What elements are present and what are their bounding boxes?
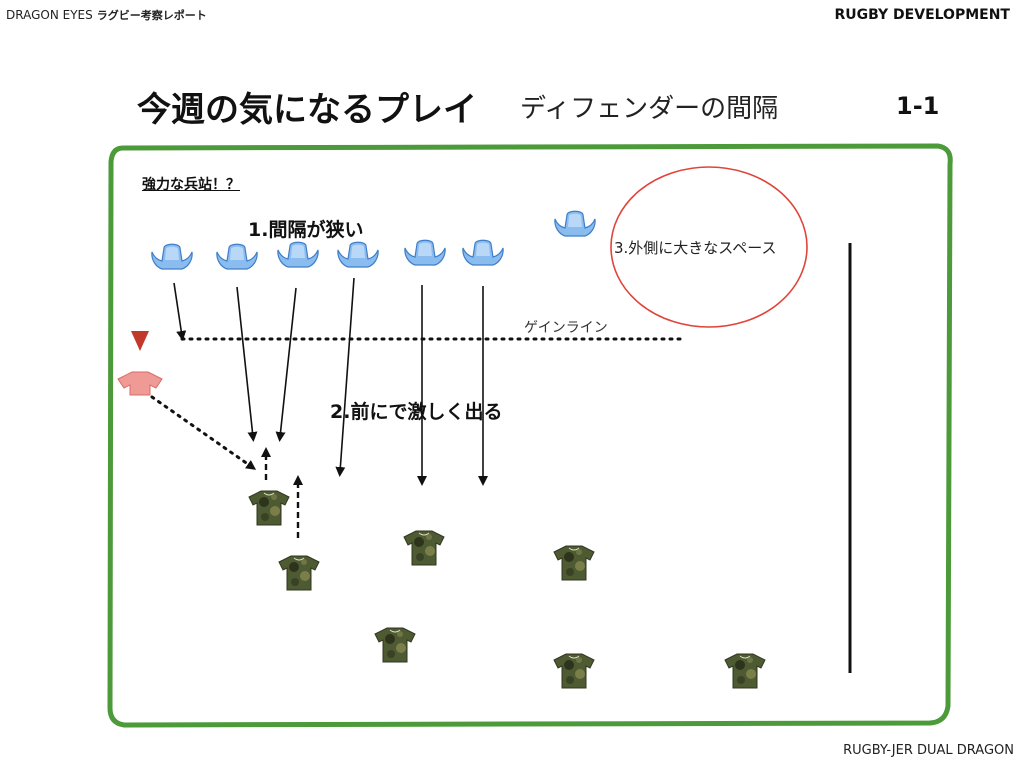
defender-helmet-icon (151, 243, 193, 270)
rush-arrow (236, 286, 258, 442)
label-rush-forward: 2.前にで激しく出る (330, 401, 503, 423)
rush-arrow (173, 282, 187, 341)
pass-arrow (150, 395, 257, 470)
defender-helmet-icon (462, 239, 504, 266)
attacker-shirt-icon (724, 653, 766, 689)
rush-arrow (335, 277, 355, 477)
ball-carrier-icon (117, 371, 163, 396)
slide-number: 1-1 (896, 92, 940, 120)
attacker-shirt-icon (403, 530, 445, 566)
field-frame (107, 143, 953, 728)
rush-arrow (275, 287, 297, 442)
red-triangle-icon (131, 331, 149, 351)
label-gain-line: ゲインライン (524, 320, 608, 336)
slide-subtitle: ディフェンダーの間隔 (520, 94, 779, 124)
space-circle (610, 166, 808, 328)
defender-helmet-icon (337, 241, 379, 268)
defender-helmet-icon (277, 241, 319, 268)
attacker-shirt-icon (553, 653, 595, 689)
attacker-shirt-icon (278, 555, 320, 591)
label-outside-space: 3.外側に大きなスペース (614, 239, 777, 257)
header-right-title: RUGBY DEVELOPMENT (834, 7, 1011, 23)
attacker-shirt-icon (248, 490, 290, 526)
diagram-heading: 強力な兵站！？ (142, 177, 240, 193)
defender-helmet-icon (554, 210, 596, 237)
attacker-shirt-icon (553, 545, 595, 581)
footer-credit: RUGBY-JER DUAL DRAGON (843, 743, 1014, 758)
attacker-shirt-icon (374, 627, 416, 663)
label-gap-narrow: 1.間隔が狭い (248, 219, 364, 241)
slide-title: 今週の気になるプレイ (137, 90, 477, 130)
defender-helmet-icon (404, 239, 446, 266)
defender-helmet-icon (216, 243, 258, 270)
brand-name: DRAGON EYES (6, 8, 93, 22)
brand-subtitle: ラグビー考察レポート (96, 9, 207, 22)
